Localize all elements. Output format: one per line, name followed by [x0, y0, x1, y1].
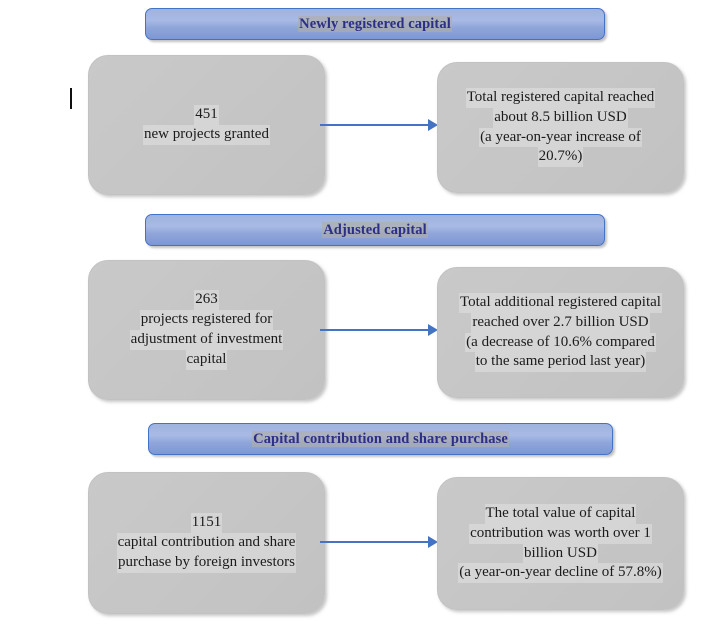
- section-banner-newly-registered-capital[interactable]: Newly registered capital: [145, 8, 605, 40]
- stat-line: purchase by foreign investors: [116, 552, 297, 573]
- arrow-right-icon-row1: [320, 119, 438, 131]
- result-line: to the same period last year): [474, 352, 647, 373]
- result-line: The total value of capital: [484, 503, 637, 524]
- result-box-text: Total registered capital reached about 8…: [465, 87, 656, 168]
- arrow-right-icon-row2: [320, 324, 438, 336]
- result-line: Total registered capital reached: [465, 87, 656, 108]
- stat-box-adjustment-projects[interactable]: 263 projects registered for adjustment o…: [88, 260, 325, 400]
- stat-box-text: 1151 capital contribution and share purc…: [116, 513, 297, 573]
- stat-value: 263: [194, 290, 219, 311]
- section-banner-adjusted-capital[interactable]: Adjusted capital: [145, 214, 605, 246]
- stat-box-text: 263 projects registered for adjustment o…: [129, 290, 284, 370]
- result-box-contribution-value[interactable]: The total value of capital contribution …: [437, 477, 684, 610]
- result-box-text: Total additional registered capital reac…: [459, 292, 662, 373]
- arrow-shaft: [320, 541, 429, 543]
- arrow-head: [428, 324, 438, 336]
- result-line: (a decrease of 10.6% compared: [465, 332, 656, 353]
- result-line: billion USD: [523, 543, 598, 564]
- result-line: (a year-on-year decline of 57.8%): [458, 563, 663, 584]
- stat-line: adjustment of investment: [129, 330, 284, 350]
- result-line: contribution was worth over 1: [469, 523, 652, 544]
- section-banner-label: Newly registered capital: [298, 15, 452, 33]
- section-banner-label: Capital contribution and share purchase: [252, 430, 509, 448]
- result-box-additional-capital[interactable]: Total additional registered capital reac…: [437, 267, 684, 398]
- arrow-shaft: [320, 329, 429, 331]
- section-banner-label: Adjusted capital: [322, 221, 428, 239]
- stat-line: capital: [185, 349, 228, 370]
- result-box-registered-capital[interactable]: Total registered capital reached about 8…: [437, 62, 684, 193]
- arrow-head: [428, 536, 438, 548]
- result-line: 20.7%): [537, 147, 584, 168]
- arrow-shaft: [320, 124, 429, 126]
- result-line: about 8.5 billion USD: [493, 107, 628, 128]
- arrow-head: [428, 119, 438, 131]
- result-box-text: The total value of capital contribution …: [458, 503, 663, 584]
- result-line: (a year-on-year increase of: [479, 127, 642, 148]
- stat-value: 1151: [190, 513, 223, 534]
- stat-line: new projects granted: [143, 125, 270, 145]
- result-line: Total additional registered capital: [459, 292, 662, 313]
- stat-line: projects registered for: [139, 310, 274, 330]
- stat-line: capital contribution and share: [116, 533, 297, 553]
- stat-box-new-projects[interactable]: 451 new projects granted: [88, 55, 325, 195]
- result-line: reached over 2.7 billion USD: [471, 312, 650, 333]
- text-caret: [70, 88, 72, 109]
- arrow-right-icon-row3: [320, 536, 438, 548]
- stat-value: 451: [194, 105, 219, 125]
- stat-box-text: 451 new projects granted: [143, 105, 270, 145]
- section-banner-capital-contribution[interactable]: Capital contribution and share purchase: [148, 423, 613, 455]
- stat-box-capital-contribution[interactable]: 1151 capital contribution and share purc…: [88, 472, 325, 614]
